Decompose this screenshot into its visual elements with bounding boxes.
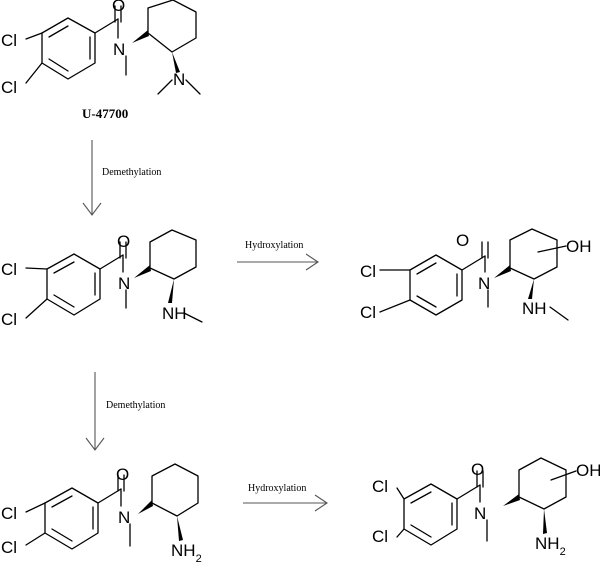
amide-nitrogen-label: N [118,508,130,527]
amide-nitrogen-label: N [118,274,130,293]
carbonyl-oxygen-label: O [112,0,125,15]
chloro-upper-label: Cl [1,260,17,279]
chloro-lower-label: Cl [1,78,17,97]
arrow-hydroxylation-2: Hydroxylation [243,483,328,512]
skeletal-bonds [25,229,203,323]
carbonyl-oxygen-label: O [471,460,484,479]
reaction-label-hydroxylation-1: Hydroxylation [245,240,303,251]
carbonyl-oxygen-label: O [456,231,469,250]
reaction-label-demethylation-2: Demethylation [106,400,165,411]
arrow-hydroxylation-1: Hydroxylation [237,240,319,271]
skeletal-bonds [379,228,569,321]
chloro-lower-label: Cl [1,310,17,329]
arrow-demethylation-2: Demethylation [85,372,165,451]
compound-u47700: O N Cl Cl N U-47700 [1,0,201,121]
reaction-label-hydroxylation-2: Hydroxylation [248,483,306,494]
methylamine-label: NH [162,304,187,323]
compound-desmethyl: O N Cl Cl NH [1,229,203,329]
arrow-demethylation-1: Demethylation [82,140,161,216]
amine-text: NH [535,534,560,553]
methylamine-label: NH [522,299,547,318]
amine-text: NH [171,541,196,560]
dimethylamine-nitrogen-label: N [173,70,185,89]
skeletal-bonds [25,0,201,95]
chloro-lower-label: Cl [1,538,17,557]
compound-didesmethyl-hydroxy: O N Cl Cl NH2 OH [372,457,600,558]
chloro-upper-label: Cl [1,31,17,50]
compound-desmethyl-hydroxy: O N Cl Cl NH OH [360,228,592,322]
amine-subscript: 2 [196,553,202,565]
skeletal-bonds [25,463,199,550]
reaction-label-demethylation-1: Demethylation [102,167,161,178]
primary-amine-label: NH2 [171,541,202,565]
chloro-upper-label: Cl [372,477,388,496]
primary-amine-label: NH2 [535,534,566,558]
chloro-lower-label: Cl [360,303,376,322]
chloro-lower-label: Cl [372,527,388,546]
chloro-upper-label: Cl [1,504,17,523]
amide-nitrogen-label: N [474,504,486,523]
chloro-upper-label: Cl [360,262,376,281]
carbonyl-oxygen-label: O [116,465,129,484]
hydroxyl-label: OH [576,461,600,480]
hydroxyl-label: OH [566,237,592,256]
skeletal-bonds [396,457,577,546]
compound-name-u47700: U-47700 [82,106,128,121]
amine-subscript: 2 [560,546,566,558]
carbonyl-oxygen-label: O [117,232,130,251]
amide-nitrogen-label: N [478,274,490,293]
amide-nitrogen-label: N [113,40,125,59]
compound-didesmethyl: O N Cl Cl NH2 [1,463,202,565]
